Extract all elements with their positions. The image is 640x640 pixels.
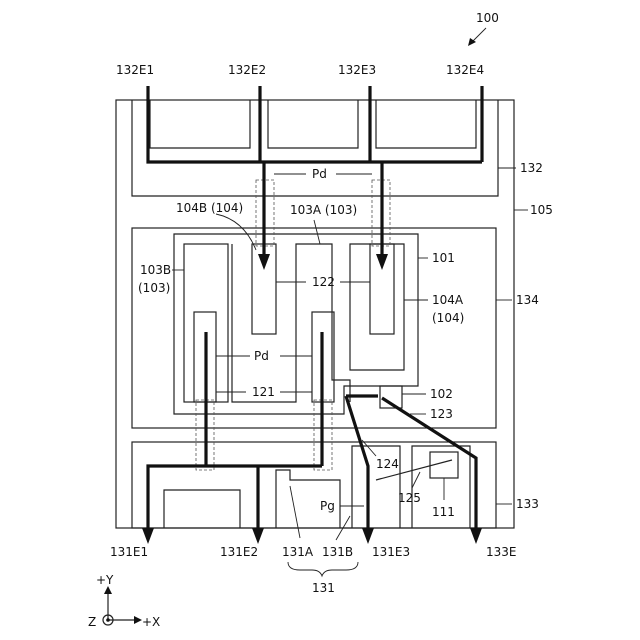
label-104a-2: (104): [432, 311, 464, 325]
label-pd-mid: Pd: [254, 349, 269, 363]
label-131: 131: [312, 581, 335, 595]
label-102: 102: [430, 387, 453, 401]
axis-x-label: +X: [142, 615, 160, 629]
label-132e3: 132E3: [338, 63, 376, 77]
electrode-pad-132-3: [376, 100, 476, 148]
brace-131: [288, 562, 358, 576]
leader-103a: [314, 220, 320, 244]
label-133: 133: [516, 497, 539, 511]
label-122: 122: [312, 275, 335, 289]
axis-y-arrowhead: [104, 586, 112, 594]
label-103b-1: 103B: [140, 263, 171, 277]
current-path-132: [148, 86, 482, 162]
label-132e4: 132E4: [446, 63, 484, 77]
electrode-103a: [232, 244, 350, 402]
axis-x-arrowhead: [134, 616, 142, 624]
label-125: 125: [398, 491, 421, 505]
label-131e1: 131E1: [110, 545, 148, 559]
label-101: 101: [432, 251, 455, 265]
gate-path-124: [346, 396, 368, 528]
label-123: 123: [430, 407, 453, 421]
label-131e2: 131E2: [220, 545, 258, 559]
label-131a: 131A: [282, 545, 314, 559]
arrow-131e1: [142, 528, 154, 544]
label-124: 124: [376, 457, 399, 471]
arrow-pd-right: [376, 254, 388, 270]
leader-125: [412, 472, 420, 488]
label-103a: 103A (103): [290, 203, 357, 217]
label-132e1: 132E1: [116, 63, 154, 77]
label-133e: 133E: [486, 545, 517, 559]
label-111: 111: [432, 505, 455, 519]
arrow-pd-left: [258, 254, 270, 270]
arrow-131e3: [362, 528, 374, 544]
pad-131-1: [164, 490, 240, 528]
electrode-104a: [350, 244, 404, 370]
label-pd-top: Pd: [312, 167, 327, 181]
figure-ref: 100: [476, 11, 499, 25]
label-104a-1: 104A: [432, 293, 464, 307]
axis-y-label: +Y: [96, 573, 114, 587]
label-134: 134: [516, 293, 539, 307]
label-132: 132: [520, 161, 543, 175]
electrode-pad-132-2: [268, 100, 358, 148]
label-105: 105: [530, 203, 553, 217]
axis-z-dot: [106, 618, 110, 622]
label-132e2: 132E2: [228, 63, 266, 77]
label-131e3: 131E3: [372, 545, 410, 559]
axis-z-label: Z: [88, 615, 96, 629]
electrode-pad-132-1: [150, 100, 250, 148]
arrow-133e: [470, 528, 482, 544]
leader-131a: [290, 486, 300, 538]
label-pg: Pg: [320, 499, 335, 513]
arrow-131e2: [252, 528, 264, 544]
label-104b: 104B (104): [176, 201, 243, 215]
label-131b: 131B: [322, 545, 353, 559]
leader-104b: [216, 214, 256, 250]
label-121: 121: [252, 385, 275, 399]
label-103b-2: (103): [138, 281, 170, 295]
